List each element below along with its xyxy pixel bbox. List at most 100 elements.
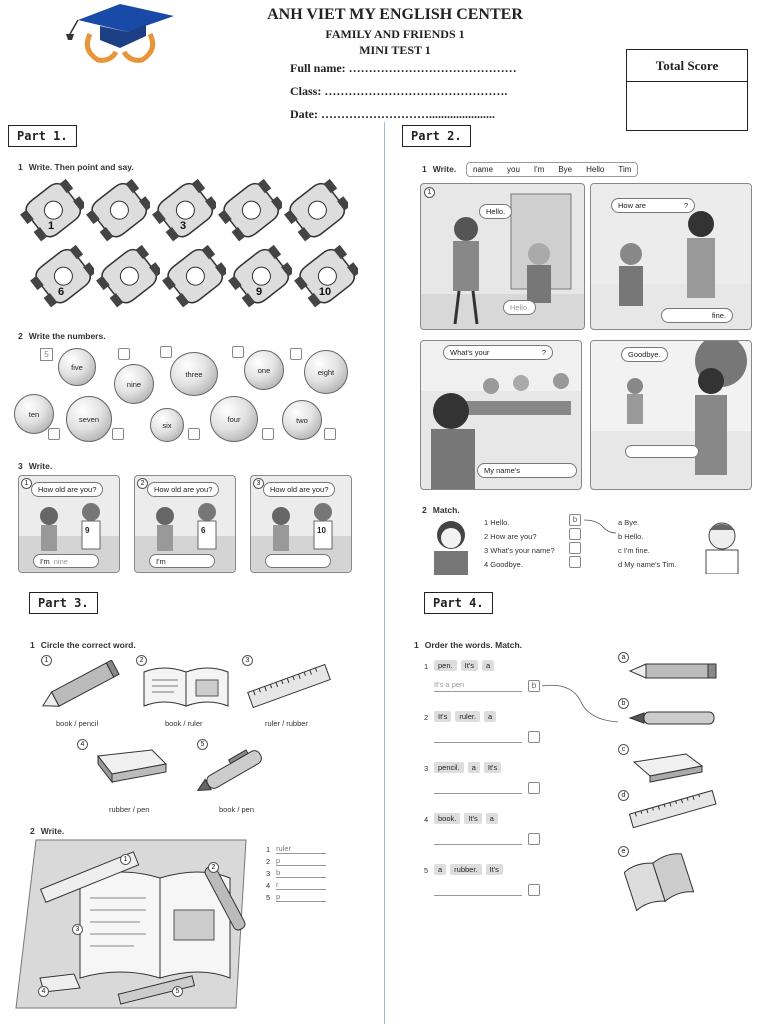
item-options[interactable]: book / ruler xyxy=(165,719,203,728)
answer-bubble[interactable] xyxy=(265,554,331,568)
match-left-column: 1 Hello.2 How are you?3 What's your name… xyxy=(484,516,555,572)
answer-box-four[interactable] xyxy=(262,428,274,440)
word-chip[interactable]: It's xyxy=(464,813,482,824)
part2-panel-1: 1 Hello. Hello. xyxy=(420,183,585,330)
part2-panel-3: 3 What's your? My name's xyxy=(420,340,582,490)
item-options[interactable]: rubber / pen xyxy=(109,805,150,814)
total-score-box: Total Score xyxy=(626,49,748,131)
letter-box[interactable] xyxy=(528,731,540,743)
answer-line[interactable] xyxy=(434,782,522,794)
write-field[interactable]: b xyxy=(276,868,326,878)
answer-bubble[interactable]: I'm xyxy=(149,554,215,568)
answer-bubble[interactable]: fine. xyxy=(661,308,733,323)
panel-number: 2 xyxy=(137,478,148,489)
word-bank-item: Tim xyxy=(618,165,632,174)
ball-three: three xyxy=(170,352,218,396)
pen-picture xyxy=(196,749,262,792)
write-field[interactable]: p xyxy=(276,856,326,866)
item-number: 4 xyxy=(424,815,429,824)
word-chip[interactable]: a xyxy=(434,864,447,875)
word-chip[interactable]: pencil. xyxy=(434,762,464,773)
match-question: 3 What's your name? xyxy=(484,546,555,555)
match-answer-box[interactable] xyxy=(569,542,581,554)
match-answer-box[interactable] xyxy=(569,528,581,540)
word-chip[interactable]: a xyxy=(467,762,480,773)
answer-bubble[interactable]: My name's xyxy=(477,463,577,478)
answer-box-one[interactable] xyxy=(232,346,244,358)
letter-box[interactable]: b xyxy=(528,680,540,692)
item-options[interactable]: book / pencil xyxy=(56,719,99,728)
word-chip[interactable]: It's xyxy=(483,762,502,773)
answer-prefix: I'm xyxy=(40,557,50,566)
scene-classroom-greeting xyxy=(591,184,751,306)
part3-label: Part 3. xyxy=(29,592,98,614)
word-chip[interactable]: a xyxy=(481,660,495,671)
ruler-picture xyxy=(628,790,717,829)
answer-line[interactable] xyxy=(434,731,522,743)
date-field[interactable]: Date: ………………………...................... xyxy=(290,107,495,121)
car-number: 10 xyxy=(318,286,332,298)
item-options[interactable]: book / pen xyxy=(219,805,255,814)
match-example-line xyxy=(541,684,619,723)
word-chip[interactable]: book. xyxy=(434,813,461,824)
letter-box[interactable] xyxy=(528,884,540,896)
letter-box[interactable] xyxy=(528,833,540,845)
word-chip[interactable]: It's xyxy=(434,711,452,722)
answer-text: nine xyxy=(53,557,68,566)
answer-bubble[interactable] xyxy=(625,445,699,458)
word-chip[interactable]: rubber. xyxy=(450,864,482,875)
pic-number: 4 xyxy=(38,986,49,997)
answer-box-ten[interactable] xyxy=(48,428,60,440)
letter-box[interactable] xyxy=(528,782,540,794)
course-title: FAMILY AND FRIENDS 1 xyxy=(325,27,465,41)
answer-prefix: I'm xyxy=(156,557,166,566)
write-field[interactable]: r xyxy=(276,880,326,890)
class-field[interactable]: Class: ………………………………………. xyxy=(290,84,508,98)
answer-line[interactable] xyxy=(434,833,522,845)
shirt-number: 10 xyxy=(317,526,326,535)
write-field[interactable]: ruler xyxy=(276,844,326,854)
full-name-field[interactable]: Full name: …………………………………… xyxy=(290,61,517,75)
answer-box-two[interactable] xyxy=(324,428,336,440)
word-chip[interactable]: a xyxy=(485,813,498,824)
answer-box-eight[interactable] xyxy=(290,348,302,360)
answer-line[interactable] xyxy=(434,884,522,896)
word-chip[interactable]: It's xyxy=(460,660,478,671)
picture-letter: b xyxy=(618,698,629,709)
write-field[interactable]: p xyxy=(276,892,326,902)
match-answer-box[interactable] xyxy=(569,556,581,568)
race-car xyxy=(284,178,348,242)
answer-bubble[interactable]: Hello. xyxy=(503,300,537,315)
word-chip[interactable]: It's xyxy=(485,864,503,875)
answer-box-nine[interactable] xyxy=(118,348,130,360)
word-bank-item: Bye xyxy=(558,165,573,174)
line-number: 5 xyxy=(266,893,271,902)
answer-line[interactable]: It's a pen xyxy=(434,680,522,692)
answer-box-three[interactable] xyxy=(160,346,172,358)
word-chip[interactable]: a xyxy=(484,711,497,722)
answer-box-seven[interactable] xyxy=(112,428,124,440)
ball-one: one xyxy=(244,350,284,390)
item-number: 2 xyxy=(424,713,429,722)
item-options[interactable]: ruler / rubber xyxy=(265,719,308,728)
word-chip[interactable]: pen. xyxy=(434,660,457,671)
word-chip[interactable]: ruler. xyxy=(455,711,481,722)
picture-letter: e xyxy=(618,846,629,857)
race-car xyxy=(162,244,226,308)
part2-panel-4: 4 Goodbye. xyxy=(590,340,752,490)
item-number: 5 xyxy=(197,739,208,750)
answer-box-six[interactable] xyxy=(188,428,200,440)
match-answer-box[interactable]: b xyxy=(569,514,581,526)
word-bank-item: Hello xyxy=(586,165,605,174)
